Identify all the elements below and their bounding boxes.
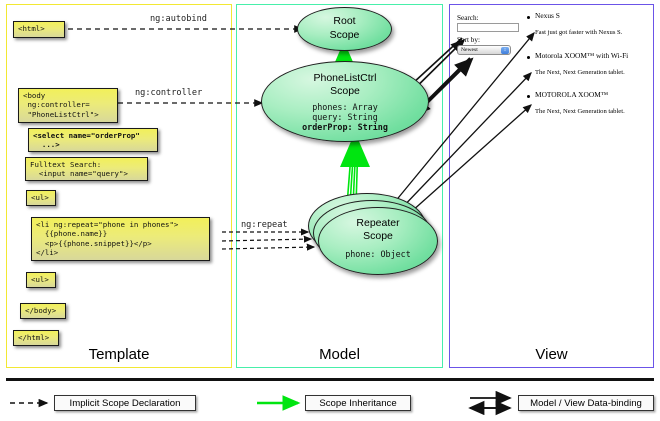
panel-label-template: Template — [88, 346, 150, 363]
root-scope-title-line1: Root — [333, 15, 356, 27]
phonelistctrl-prop-query: query: String — [312, 112, 378, 122]
legend-glyph-databinding — [468, 390, 512, 416]
connector-label-controller: ng:controller — [135, 88, 203, 98]
phonelistctrl-prop-orderprop: orderProp: String — [302, 122, 388, 132]
phone-name-3: MOTOROLA XOOM™ — [535, 90, 609, 99]
sort-by-label: Sort by: — [457, 36, 480, 44]
code-box-html-close: </html> — [13, 330, 59, 346]
list-bullet-icon — [527, 56, 530, 59]
phone-snippet-1: Fast just got faster with Nexus S. — [535, 29, 623, 36]
repeater-title-line1: Repeater — [356, 217, 400, 229]
connector-label-repeat: ng:repeat — [241, 220, 288, 230]
ellipse-phonelistctrl-scope: PhoneListCtrl Scope phones: Array query:… — [261, 61, 429, 142]
panel-model: Model — [236, 4, 443, 368]
panel-label-view: View — [535, 346, 568, 363]
phonelistctrl-title-line1: PhoneListCtrl — [313, 72, 377, 84]
ellipse-repeater-scope: Repeater Scope phone: Object — [318, 207, 438, 275]
phone-name-2: Motorola XOOM™ with Wi-Fi — [535, 51, 629, 60]
sort-by-select[interactable]: Newest ↕ — [457, 45, 511, 55]
repeater-prop-phone: phone: Object — [345, 249, 411, 259]
code-box-body-close: </body> — [20, 303, 66, 319]
search-input[interactable] — [457, 23, 519, 32]
code-box-li-ng-repeat: <li ng:repeat="phone in phones"> {{phone… — [31, 217, 210, 261]
phone-name-1: Nexus S — [535, 11, 560, 20]
list-bullet-icon — [527, 95, 530, 98]
repeater-title-line2: Scope — [363, 230, 393, 242]
connector-label-autobind: ng:autobind — [150, 14, 207, 24]
chevron-updown-icon: ↕ — [501, 47, 509, 54]
ellipse-root-scope: Root Scope — [297, 7, 392, 51]
code-box-body-controller: <body ng:controller= "PhoneListCtrl"> — [18, 88, 118, 123]
panel-label-model: Model — [319, 346, 360, 363]
search-label: Search: — [457, 14, 479, 22]
root-scope-title-line2: Scope — [329, 29, 360, 41]
phonelistctrl-prop-phones: phones: Array — [312, 102, 378, 112]
code-box-html-open: <html> — [13, 21, 65, 38]
legend-label-implicit-scope-declaration: Implicit Scope Declaration — [54, 395, 196, 411]
list-bullet-icon — [527, 16, 530, 19]
legend-divider — [6, 378, 654, 381]
sort-by-selected-value: Newest — [461, 47, 478, 53]
legend-label-scope-inheritance: Scope Inheritance — [305, 395, 411, 411]
code-box-select-orderprop: <select name="orderProp" ...> — [28, 128, 158, 152]
phone-snippet-2: The Next, Next Generation tablet. — [535, 69, 625, 76]
legend-label-model-view-data-binding: Model / View Data-binding — [518, 395, 654, 411]
phone-snippet-3: The Next, Next Generation tablet. — [535, 108, 625, 115]
code-box-fulltext-search: Fulltext Search: <input name="query"> — [25, 157, 148, 181]
phonelistctrl-title-line2: Scope — [330, 85, 360, 97]
code-box-ul-open: <ul> — [26, 190, 56, 206]
code-box-ul-close: <ul> — [26, 272, 56, 288]
